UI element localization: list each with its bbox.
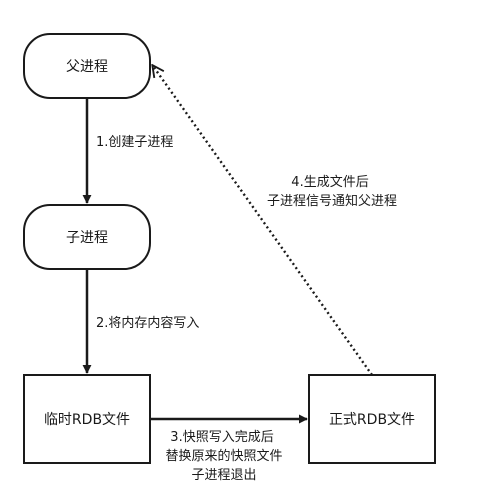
edge-write-memory-label: 2.将内存内容写入 bbox=[96, 315, 199, 331]
edge-signal-parent-label-line-2: 子进程信号通知父进程 bbox=[267, 193, 397, 209]
edge-replace-snapshot-label-line-3: 子进程退出 bbox=[191, 468, 256, 483]
edge-replace-snapshot-label-line-1: 3.快照写入完成后 bbox=[170, 430, 273, 445]
node-temp-rdb-file: 临时RDB文件 bbox=[23, 374, 151, 464]
edge-signal-parent-arrow bbox=[153, 66, 373, 376]
node-final-rdb-file-label: 正式RDB文件 bbox=[329, 412, 415, 428]
node-parent-process: 父进程 bbox=[23, 33, 151, 99]
edge-replace-snapshot-label-line-2: 替换原来的快照文件 bbox=[165, 448, 282, 464]
edge-create-child-label: 1.创建子进程 bbox=[96, 135, 173, 150]
edge-signal-parent-label-line-1: 4.生成文件后 bbox=[291, 175, 368, 190]
node-final-rdb-file: 正式RDB文件 bbox=[308, 374, 436, 464]
node-temp-rdb-file-label: 临时RDB文件 bbox=[44, 412, 130, 428]
node-child-process-label: 子进程 bbox=[66, 230, 108, 246]
node-parent-process-label: 父进程 bbox=[66, 59, 108, 75]
node-child-process: 子进程 bbox=[23, 204, 151, 270]
